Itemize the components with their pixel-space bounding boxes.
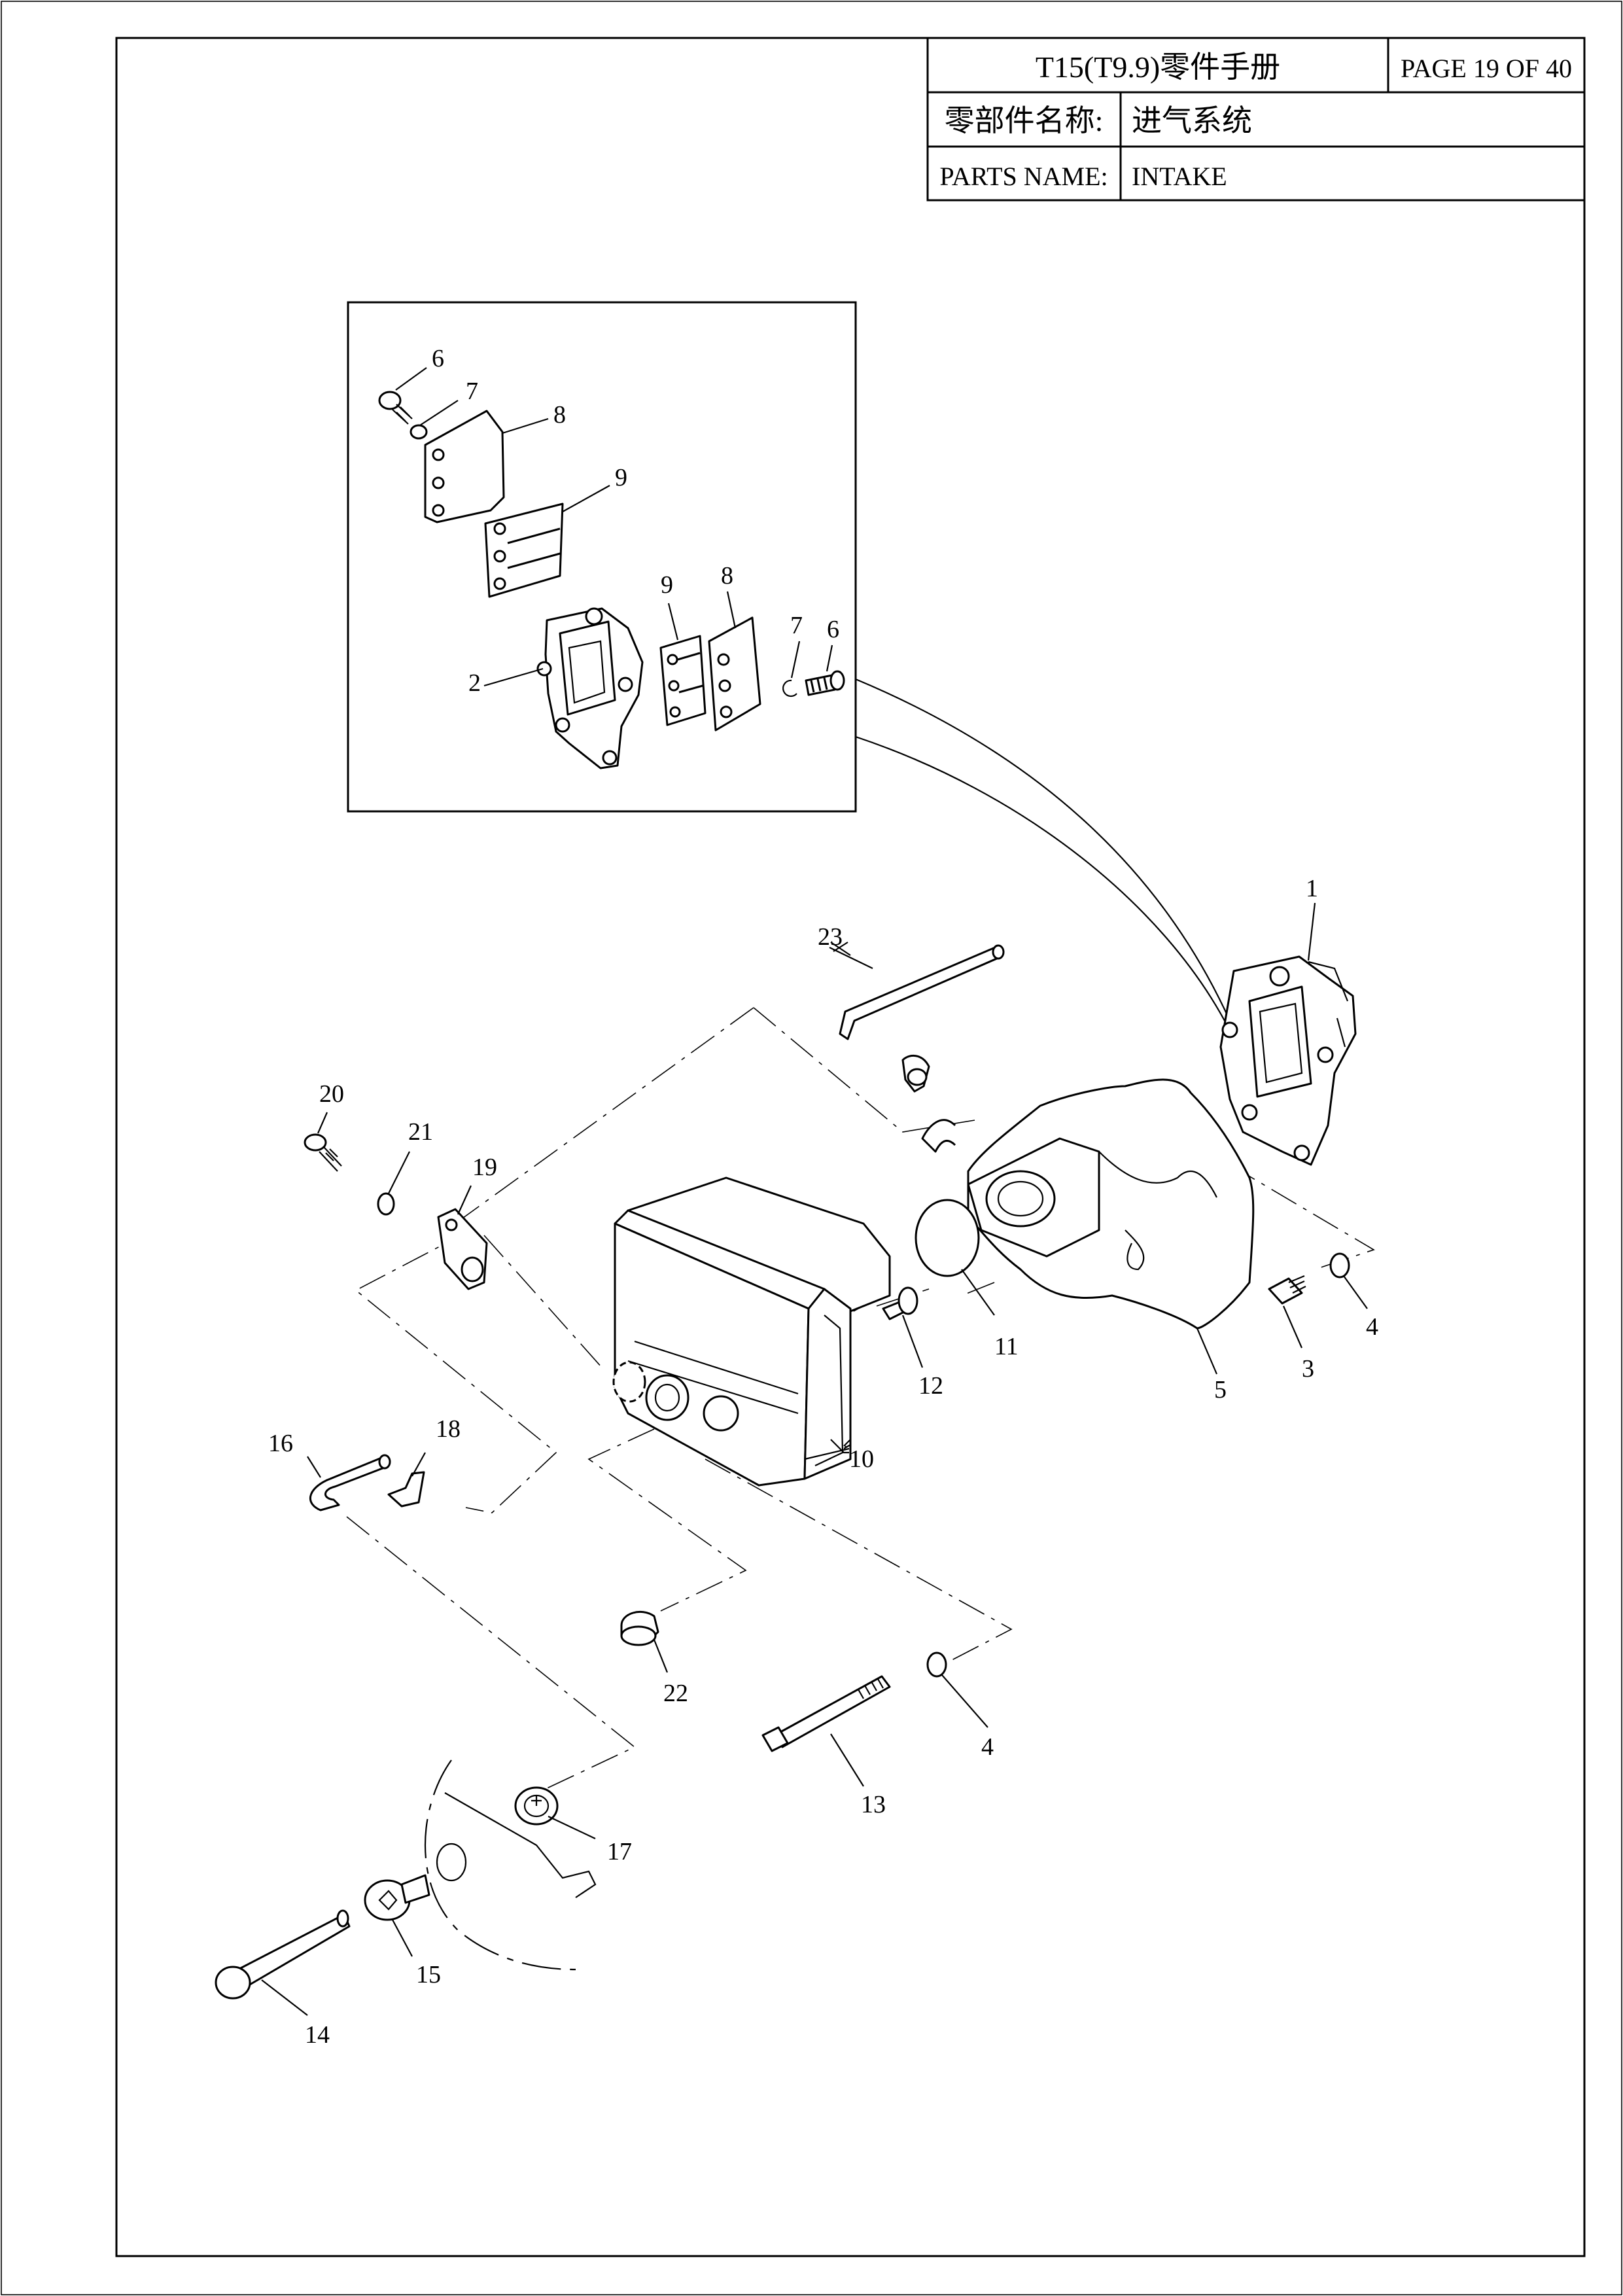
part-name-en-value: INTAKE: [1132, 162, 1227, 191]
callout-inset-2: 8: [553, 401, 566, 429]
leader-lines: [261, 902, 1368, 2016]
plug-22: [620, 1610, 659, 1646]
bracket-19: [437, 1208, 488, 1290]
grommet-17: [514, 1786, 559, 1826]
callout-inset-3: 9: [615, 464, 627, 491]
washer-4-lower: [926, 1651, 947, 1678]
title-block: T15(T9.9)零件手册 PAGE 19 OF 40 零部件名称: 进气系统 …: [926, 37, 1586, 202]
hose-23: [839, 944, 1005, 1093]
callout-main-5: 11: [994, 1333, 1019, 1360]
callout-main-3: 21: [408, 1118, 433, 1146]
callout-inset-7: 6: [827, 616, 839, 643]
callout-main-14: 13: [861, 1791, 886, 1818]
silencer-10: [612, 1176, 891, 1487]
callout-main-4: 19: [472, 1154, 497, 1181]
page-number: PAGE 19 OF 40: [1401, 54, 1572, 83]
wing-knob-15: [364, 1874, 430, 1921]
screw-6-upper: [378, 391, 413, 425]
reed-valve-assembly-1: [1219, 955, 1357, 1166]
callout-main-18: 14: [305, 2021, 330, 2049]
washer-7-upper: [410, 424, 428, 440]
bolt-12: [882, 1286, 918, 1320]
reed-valve-body-2: [536, 607, 644, 769]
callout-main-2: 20: [319, 1080, 344, 1108]
stopper-plate-8-lower: [708, 616, 761, 732]
callout-main-6: 12: [918, 1372, 943, 1400]
washer-7-lower: [782, 679, 797, 697]
screw-6-lower: [805, 670, 845, 696]
wing-nut-18: [387, 1471, 425, 1508]
callout-main-10: 10: [849, 1445, 874, 1473]
callout-main-12: 18: [436, 1415, 461, 1443]
callout-main-13: 22: [663, 1680, 688, 1707]
part-name-cn-label: 零部件名称:: [945, 104, 1104, 137]
callout-main-8: 4: [1366, 1313, 1378, 1341]
screw-20: [304, 1133, 342, 1172]
hose-16: [309, 1454, 391, 1511]
callout-inset-0: 6: [432, 345, 444, 372]
screw-3: [1268, 1275, 1306, 1305]
callout-main-1: 23: [818, 923, 843, 951]
reed-valve-9-lower: [659, 635, 707, 726]
callout-main-16: 17: [607, 1838, 632, 1865]
cowling-outline: [424, 1759, 597, 1971]
callout-main-17: 15: [416, 1961, 441, 1988]
callout-inset-6: 7: [790, 612, 803, 639]
callout-inset-4: 9: [661, 571, 673, 599]
inset-detail: 6 7 8 9 9 8 7 6 2: [347, 301, 1231, 1031]
stopper-plate-8-upper: [424, 410, 505, 523]
gasket-11: [915, 1199, 980, 1277]
washer-21: [377, 1192, 395, 1216]
part-name-cn-value: 进气系统: [1132, 104, 1252, 137]
callout-main-9: 5: [1214, 1376, 1227, 1404]
callout-main-11: 16: [268, 1430, 293, 1457]
callout-main-7: 3: [1302, 1355, 1314, 1383]
washer-4-upper: [1329, 1252, 1350, 1279]
callout-main-15: 4: [981, 1733, 994, 1761]
drawing-frame: [115, 37, 1586, 2257]
bar-14: [215, 1909, 351, 2000]
callout-inset-8: 2: [468, 669, 481, 697]
callout-main-0: 1: [1306, 875, 1318, 902]
manual-title: T15(T9.9)零件手册: [1036, 50, 1280, 84]
part-name-en-label: PARTS NAME:: [939, 162, 1108, 191]
intake-manifold-5: [921, 1078, 1255, 1330]
callout-inset-1: 7: [466, 378, 478, 405]
bolt-13: [761, 1675, 891, 1752]
callout-inset-5: 8: [721, 562, 733, 590]
